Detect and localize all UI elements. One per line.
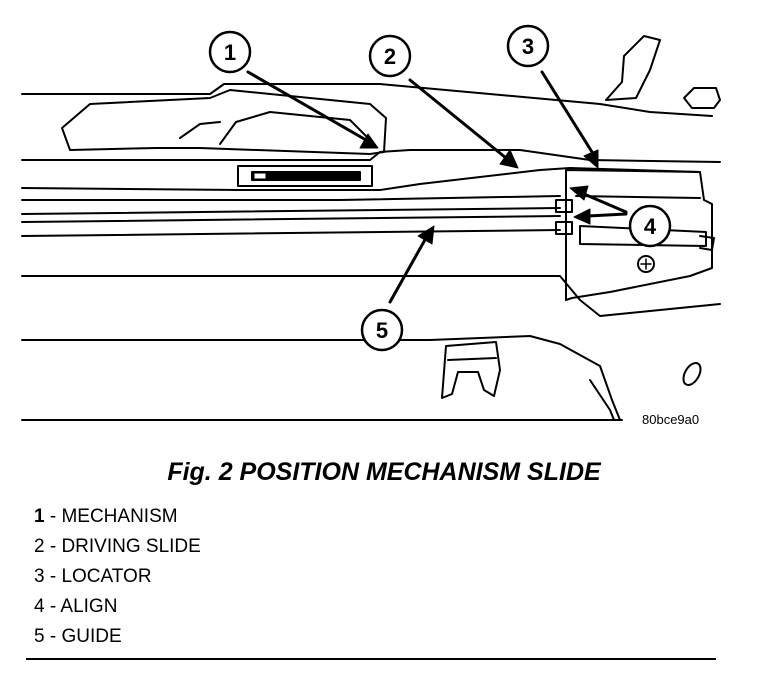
legend-label: - ALIGN [44, 596, 118, 617]
right-hole [682, 362, 702, 386]
arrowhead-5 [417, 225, 435, 245]
callout-2: 2 [368, 34, 412, 78]
arrowhead-2 [499, 149, 519, 169]
leader-1 [246, 70, 368, 142]
guide-rail-bottom [21, 229, 561, 237]
driving-slide-lower [21, 195, 561, 201]
arrowhead-4b [573, 208, 591, 225]
legend-item: 4 - ALIGN [34, 595, 201, 625]
align-tabs [555, 199, 573, 235]
legend-number: 2 [34, 536, 45, 557]
mechanism-handle-detail [179, 121, 221, 139]
locator-screw [637, 255, 655, 273]
figure-title: Fig. 2 POSITION MECHANISM SLIDE [167, 458, 601, 486]
frame-upper-outline [21, 83, 713, 117]
callout-3-label: 3 [522, 34, 534, 59]
legend-item: 3 - LOCATOR [34, 565, 201, 595]
driving-slide [21, 167, 701, 191]
arrowhead-1 [359, 133, 379, 149]
leader-2 [408, 78, 508, 160]
frame-lower-edge [21, 335, 621, 421]
frame-lower-outline [21, 275, 721, 317]
right-pin [699, 235, 715, 251]
legend-number: 3 [34, 566, 45, 587]
callout-4: 4 [628, 204, 672, 248]
image-code: 80bce9a0 [642, 412, 700, 427]
bottom-rule [26, 658, 716, 660]
legend-label: - DRIVING SLIDE [44, 536, 201, 557]
mechanism-handle [61, 89, 387, 155]
legend-item: 1 - MECHANISM [34, 505, 201, 535]
lower-clip [441, 341, 501, 399]
leader-4b [586, 212, 628, 218]
legend-number: 1 [34, 506, 45, 527]
mechanism-handle-inner [219, 111, 371, 145]
guide-rail-top [21, 207, 561, 215]
legend: 1 - MECHANISM 2 - DRIVING SLIDE 3 - LOCA… [34, 505, 201, 655]
legend-label: - MECHANISM [44, 506, 178, 527]
callout-1-label: 1 [224, 40, 236, 65]
mechanism-slot-tab [253, 172, 267, 180]
callout-4-label: 4 [644, 214, 657, 239]
arrowhead-4a [569, 185, 589, 201]
mechanism-slot [251, 171, 361, 181]
leader-5 [388, 236, 428, 304]
legend-label: - LOCATOR [44, 566, 152, 587]
mechanism-slide-illustration: 1 2 3 4 5 [21, 24, 721, 421]
lower-clip-line [447, 357, 497, 361]
callout-1: 1 [208, 30, 252, 74]
leader-3 [540, 70, 594, 154]
callout-5-label: 5 [376, 318, 388, 343]
frame-upper-edge [21, 149, 721, 163]
locator-block [565, 169, 713, 301]
frame-base-curve [589, 379, 615, 421]
legend-number: 4 [34, 596, 45, 617]
legend-item: 5 - GUIDE [34, 625, 201, 655]
upper-right-shape [605, 35, 661, 101]
locator-screw-slot [640, 258, 652, 270]
guide-rail-mid [21, 215, 561, 223]
upper-right-cap [683, 87, 721, 109]
callout-2-label: 2 [384, 44, 396, 69]
arrowhead-3 [583, 149, 599, 169]
callout-5: 5 [360, 308, 404, 352]
leader-4a [582, 192, 628, 214]
mechanism-housing [237, 165, 373, 187]
legend-label: - GUIDE [44, 626, 122, 647]
legend-number: 5 [34, 626, 45, 647]
leader-lines [246, 70, 628, 304]
callout-3: 3 [506, 24, 550, 68]
legend-item: 2 - DRIVING SLIDE [34, 535, 201, 565]
